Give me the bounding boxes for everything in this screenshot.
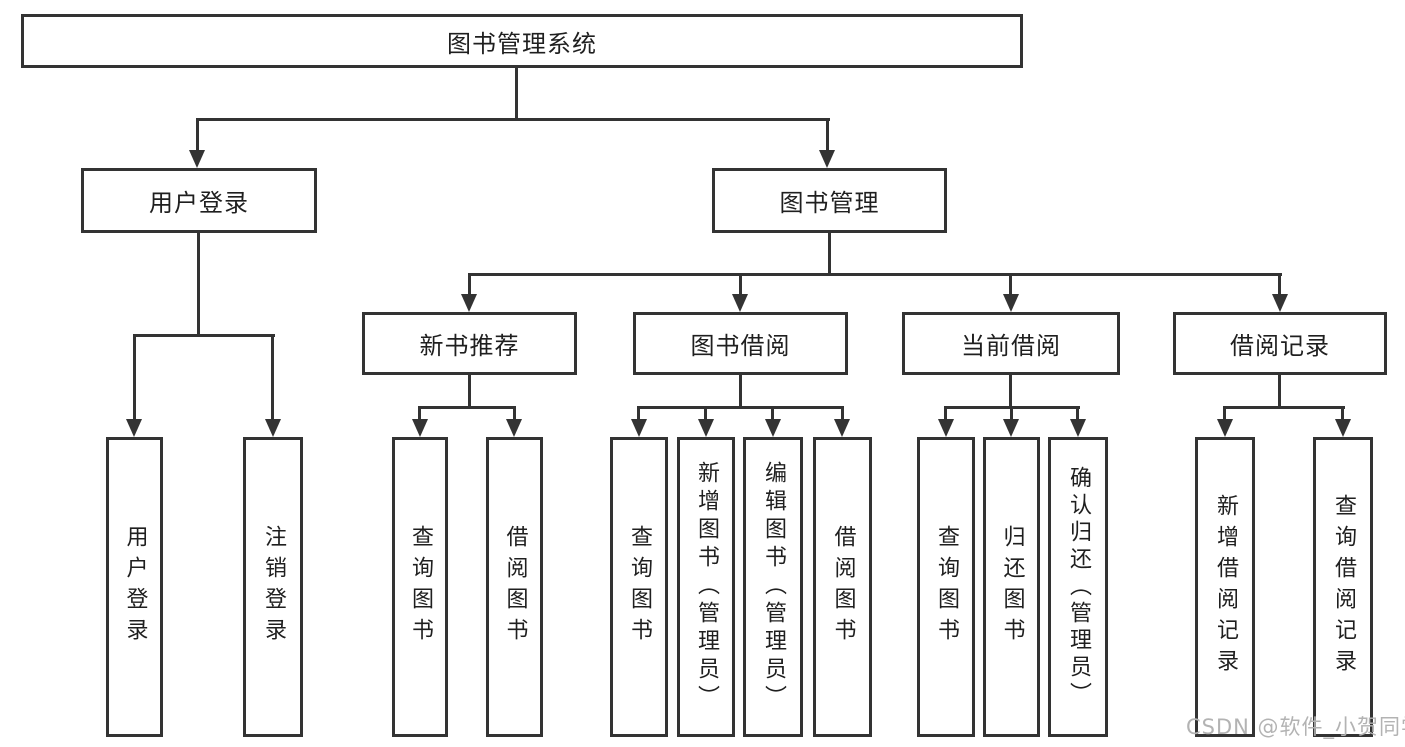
- arrowhead-book-borrow: [732, 294, 748, 312]
- node-root: 图书管理系统: [21, 14, 1023, 68]
- arrowhead-new-book-rec: [461, 294, 477, 312]
- connector-user-login-rail: [133, 334, 275, 337]
- csdn-watermark: CSDN @软件_小贺同学: [1186, 715, 1405, 739]
- leaf-nbr-borrow-books: 借阅图书: [486, 437, 543, 737]
- leaf-cb-return-books-label: 归还图书: [999, 525, 1025, 649]
- connector-leaf-logout-drop: [271, 334, 274, 421]
- connector-bb-query-drop: [637, 406, 640, 421]
- leaf-bb-query-books-label: 查询图书: [627, 525, 652, 649]
- leaf-br-query-record: 查询借阅记录: [1313, 437, 1373, 737]
- leaf-nbr-query-books: 查询图书: [392, 437, 448, 737]
- arrowhead-user-login: [189, 150, 205, 168]
- connector-nbr-borrow-drop: [513, 406, 516, 421]
- arrowhead-current-borrow: [1003, 294, 1019, 312]
- arrowhead-bb-query: [631, 419, 647, 437]
- connector-book-mgmt-stem: [828, 233, 831, 275]
- connector-br-rail: [1223, 406, 1345, 409]
- node-book-management-label: 图书管理: [779, 189, 880, 217]
- node-current-borrow: 当前借阅: [902, 312, 1120, 375]
- connector-br-query-drop: [1341, 406, 1344, 421]
- leaf-br-query-record-label: 查询借阅记录: [1331, 494, 1356, 680]
- arrowhead-bb-borrow: [834, 419, 850, 437]
- leaf-cb-query-books-label: 查询图书: [934, 525, 959, 649]
- leaf-nbr-query-books-label: 查询图书: [408, 525, 433, 649]
- leaf-cb-confirm-return-admin-label: 确认归还（管理员）: [1066, 465, 1091, 709]
- leaf-logout-label: 注销登录: [261, 525, 286, 649]
- leaf-br-add-record-label: 新增借阅记录: [1213, 494, 1238, 680]
- connector-bb-add-drop: [704, 406, 707, 421]
- leaf-cb-return-books: 归还图书: [983, 437, 1040, 737]
- node-new-book-recommend-label: 新书推荐: [419, 332, 520, 360]
- node-borrow-records: 借阅记录: [1173, 312, 1387, 375]
- leaf-cb-confirm-return-admin: 确认归还（管理员）: [1048, 437, 1108, 737]
- connector-nbr-rail: [418, 406, 516, 409]
- connector-br-stem: [1278, 375, 1281, 408]
- node-new-book-recommend: 新书推荐: [362, 312, 577, 375]
- arrowhead-cb-query: [938, 419, 954, 437]
- arrowhead-cb-return: [1003, 419, 1019, 437]
- leaf-user-login: 用户登录: [106, 437, 163, 737]
- connector-level2-rail: [196, 118, 830, 121]
- leaf-bb-add-books-admin: 新增图书（管理员）: [677, 437, 735, 737]
- leaf-nbr-borrow-books-label: 借阅图书: [502, 525, 528, 649]
- connector-borrow-records-drop: [1278, 273, 1281, 296]
- arrowhead-nbr-borrow: [506, 419, 522, 437]
- leaf-bb-borrow-books: 借阅图书: [813, 437, 872, 737]
- arrowhead-br-query: [1335, 419, 1351, 437]
- connector-cb-stem: [1009, 375, 1012, 408]
- leaf-user-login-label: 用户登录: [122, 525, 148, 649]
- node-current-borrow-label: 当前借阅: [961, 332, 1061, 360]
- connector-nbr-stem: [468, 375, 471, 408]
- leaf-bb-borrow-books-label: 借阅图书: [830, 525, 856, 649]
- node-book-borrow-label: 图书借阅: [690, 332, 791, 360]
- node-book-borrow: 图书借阅: [633, 312, 848, 375]
- arrowhead-br-add: [1217, 419, 1233, 437]
- node-book-management: 图书管理: [712, 168, 947, 233]
- leaf-bb-add-books-admin-label: 新增图书（管理员）: [694, 461, 719, 713]
- leaf-bb-query-books: 查询图书: [610, 437, 668, 737]
- connector-bb-borrow-drop: [841, 406, 844, 421]
- leaf-br-add-record: 新增借阅记录: [1195, 437, 1255, 737]
- leaf-cb-query-books: 查询图书: [917, 437, 975, 737]
- arrowhead-leaf-user-login: [126, 419, 142, 437]
- leaf-bb-edit-books-admin-label: 编辑图书（管理员）: [761, 461, 786, 713]
- connector-bb-rail: [637, 406, 844, 409]
- connector-book-mgmt-drop: [826, 118, 829, 154]
- connector-br-add-drop: [1223, 406, 1226, 421]
- leaf-logout: 注销登录: [243, 437, 303, 737]
- connector-root-stem: [515, 68, 518, 121]
- node-borrow-records-label: 借阅记录: [1230, 332, 1330, 360]
- connector-new-book-rec-drop: [468, 273, 471, 296]
- connector-user-login-drop: [196, 118, 199, 154]
- node-root-label: 图书管理系统: [447, 29, 597, 58]
- node-user-login-label: 用户登录: [149, 189, 249, 217]
- connector-current-borrow-drop: [1009, 273, 1012, 296]
- connector-cb-return-drop: [1010, 406, 1013, 421]
- connector-level3-rail: [468, 273, 1282, 276]
- connector-user-login-stem: [197, 233, 200, 336]
- connector-bb-edit-drop: [771, 406, 774, 421]
- connector-cb-confirm-drop: [1076, 406, 1079, 421]
- arrowhead-cb-confirm: [1070, 419, 1086, 437]
- arrowhead-bb-edit: [765, 419, 781, 437]
- connector-cb-query-drop: [944, 406, 947, 421]
- connector-nbr-query-drop: [418, 406, 421, 421]
- connector-book-borrow-drop: [739, 273, 742, 296]
- arrowhead-nbr-query: [412, 419, 428, 437]
- connector-bb-stem: [739, 375, 742, 408]
- leaf-bb-edit-books-admin: 编辑图书（管理员）: [743, 437, 803, 737]
- arrowhead-book-mgmt: [819, 150, 835, 168]
- connector-leaf-user-login-drop: [133, 334, 136, 421]
- node-user-login: 用户登录: [81, 168, 317, 233]
- arrowhead-leaf-logout: [265, 419, 281, 437]
- arrowhead-bb-add: [698, 419, 714, 437]
- arrowhead-borrow-records: [1272, 294, 1288, 312]
